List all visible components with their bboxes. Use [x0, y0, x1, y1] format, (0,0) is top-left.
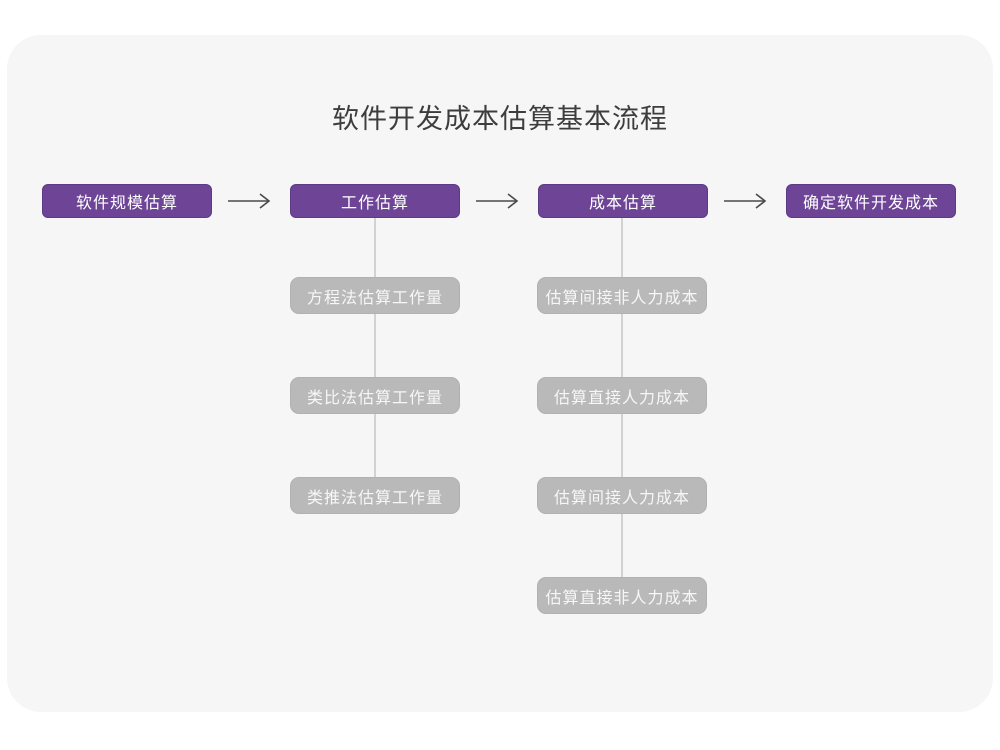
flow-node-direct-labor-cost: 估算直接人力成本 [537, 377, 707, 414]
right-arrow-icon [724, 193, 767, 209]
right-arrow-icon [228, 193, 271, 209]
flow-node-software-scale-estimation: 软件规模估算 [42, 184, 212, 218]
flow-node-work-estimation: 工作估算 [290, 184, 460, 218]
connector-line-work [374, 218, 376, 479]
flow-node-determine-dev-cost: 确定软件开发成本 [786, 184, 956, 218]
diagram-canvas [7, 35, 993, 712]
flow-node-cost-estimation: 成本估算 [538, 184, 708, 218]
diagram-title: 软件开发成本估算基本流程 [332, 104, 668, 134]
flow-node-extrapolation-method: 类推法估算工作量 [290, 477, 460, 514]
flow-node-indirect-nonlabor-cost: 估算间接非人力成本 [537, 277, 707, 314]
flow-node-analogy-method: 类比法估算工作量 [290, 377, 460, 414]
flow-node-direct-nonlabor-cost: 估算直接非人力成本 [537, 577, 707, 614]
flow-node-equation-method: 方程法估算工作量 [290, 277, 460, 314]
right-arrow-icon [476, 193, 519, 209]
flow-node-indirect-labor-cost: 估算间接人力成本 [537, 477, 707, 514]
